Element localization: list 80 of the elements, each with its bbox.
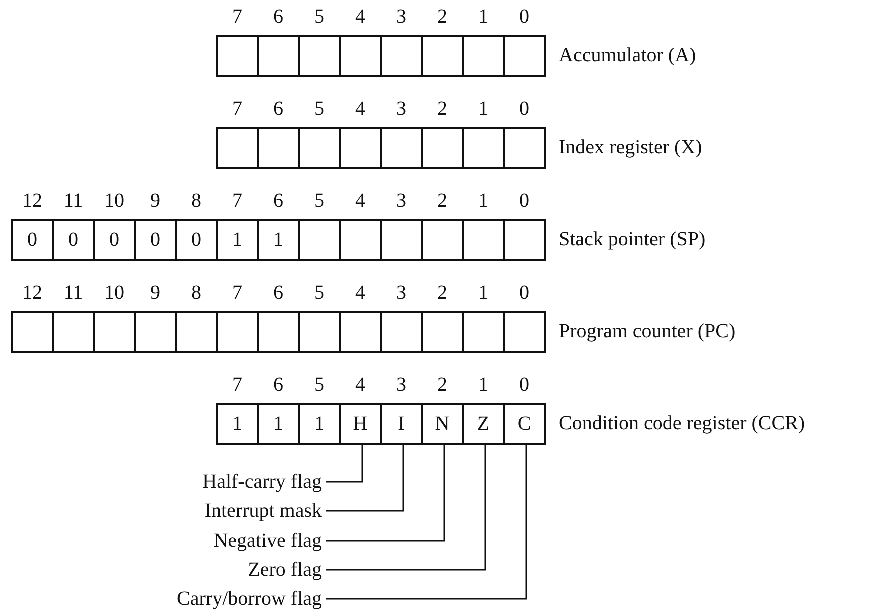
bit-number: 6 bbox=[274, 190, 284, 212]
register-name: Stack pointer (SP) bbox=[559, 228, 706, 252]
bit-number: 6 bbox=[274, 98, 284, 120]
bit-number: 5 bbox=[314, 6, 324, 28]
bit-value: C bbox=[518, 412, 532, 436]
bit-number: 11 bbox=[64, 282, 84, 304]
bit-value: 1 bbox=[274, 228, 284, 252]
bit-number: 3 bbox=[396, 98, 406, 120]
bit-number: 7 bbox=[232, 190, 242, 212]
bit-number: 4 bbox=[356, 374, 366, 396]
bit-value: 0 bbox=[150, 228, 160, 252]
bit-value: 0 bbox=[192, 228, 202, 252]
bit-number: 1 bbox=[478, 98, 488, 120]
bit-value: 0 bbox=[68, 228, 78, 252]
bit-number: 10 bbox=[104, 282, 124, 304]
bit-value: 0 bbox=[110, 228, 120, 252]
bit-number: 4 bbox=[356, 6, 366, 28]
flag-name: Zero flag bbox=[248, 558, 322, 582]
bit-number: 12 bbox=[22, 282, 42, 304]
bit-number: 3 bbox=[396, 282, 406, 304]
flag-name: Carry/borrow flag bbox=[177, 587, 322, 611]
bit-number: 2 bbox=[438, 282, 448, 304]
bit-number: 4 bbox=[356, 98, 366, 120]
register-name: Program counter (PC) bbox=[559, 320, 736, 344]
bit-value: H bbox=[353, 412, 368, 436]
flag-name: Negative flag bbox=[214, 529, 322, 553]
bit-number: 0 bbox=[520, 282, 530, 304]
register-name: Accumulator (A) bbox=[559, 44, 696, 68]
leader-line bbox=[326, 444, 364, 483]
bit-number: 2 bbox=[438, 374, 448, 396]
bit-number: 7 bbox=[232, 282, 242, 304]
bit-number: 8 bbox=[192, 190, 202, 212]
bit-number: 6 bbox=[274, 282, 284, 304]
bit-number: 0 bbox=[520, 374, 530, 396]
bit-number: 4 bbox=[356, 190, 366, 212]
leader-line bbox=[326, 444, 404, 512]
bit-value: 1 bbox=[274, 412, 284, 436]
bit-number: 6 bbox=[274, 374, 284, 396]
bit-number: 2 bbox=[438, 190, 448, 212]
register-name: Index register (X) bbox=[559, 136, 702, 160]
bit-number: 9 bbox=[150, 282, 160, 304]
bit-number: 3 bbox=[396, 374, 406, 396]
bit-number: 8 bbox=[192, 282, 202, 304]
bit-number: 12 bbox=[22, 190, 42, 212]
bit-number: 10 bbox=[104, 190, 124, 212]
bit-number: 0 bbox=[520, 190, 530, 212]
leader-line bbox=[326, 444, 486, 571]
bit-number: 4 bbox=[356, 282, 366, 304]
bit-value: 1 bbox=[232, 228, 242, 252]
bit-number: 11 bbox=[64, 190, 84, 212]
bit-value: 1 bbox=[232, 412, 242, 436]
bit-number: 6 bbox=[274, 6, 284, 28]
bit-number: 7 bbox=[232, 98, 242, 120]
bit-number: 3 bbox=[396, 6, 406, 28]
bit-value: I bbox=[398, 412, 405, 436]
bit-number: 5 bbox=[314, 282, 324, 304]
register-name: Condition code register (CCR) bbox=[559, 412, 806, 436]
bit-value: N bbox=[435, 412, 450, 436]
bit-number: 7 bbox=[232, 374, 242, 396]
bit-number: 2 bbox=[438, 6, 448, 28]
bit-number: 5 bbox=[314, 98, 324, 120]
bit-number: 0 bbox=[520, 6, 530, 28]
bit-value: 1 bbox=[314, 412, 324, 436]
bit-number: 2 bbox=[438, 98, 448, 120]
bit-number: 3 bbox=[396, 190, 406, 212]
bit-value: Z bbox=[477, 412, 490, 436]
bit-number: 5 bbox=[314, 190, 324, 212]
flag-name: Half-carry flag bbox=[202, 470, 322, 494]
bit-value: 0 bbox=[28, 228, 38, 252]
bit-number: 7 bbox=[232, 6, 242, 28]
flag-name: Interrupt mask bbox=[204, 499, 322, 523]
bit-number: 1 bbox=[478, 374, 488, 396]
bit-number: 1 bbox=[478, 282, 488, 304]
bit-number: 9 bbox=[150, 190, 160, 212]
leader-line bbox=[326, 444, 446, 542]
bit-number: 0 bbox=[520, 98, 530, 120]
bit-number: 1 bbox=[478, 6, 488, 28]
bit-number: 5 bbox=[314, 374, 324, 396]
leader-line bbox=[326, 444, 528, 600]
bit-number: 1 bbox=[478, 190, 488, 212]
